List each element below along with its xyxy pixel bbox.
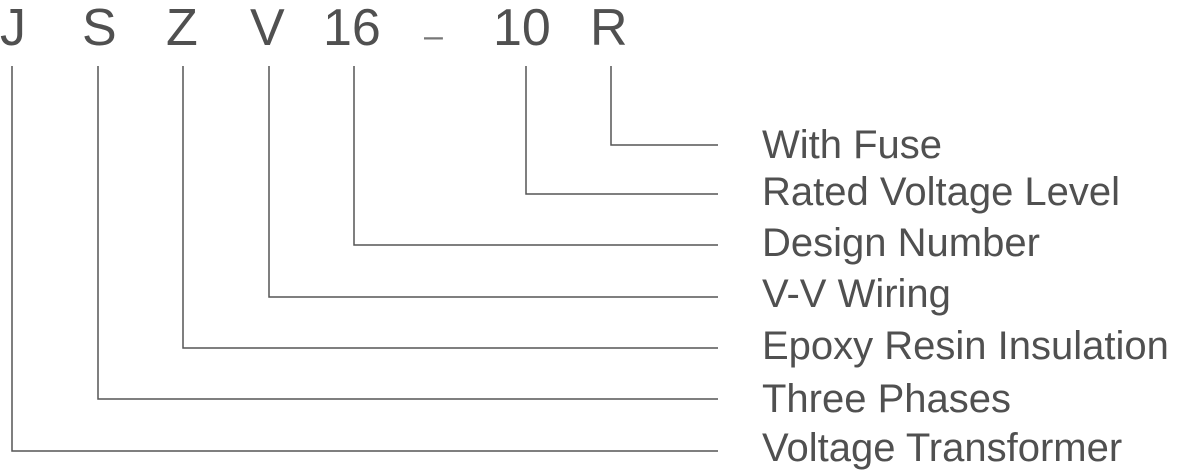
label-epoxy-resin-insulation: Epoxy Resin Insulation	[762, 324, 1169, 368]
label-rated-voltage-level: Rated Voltage Level	[762, 170, 1121, 214]
connector-16	[353, 66, 718, 246]
connector-z	[182, 66, 718, 349]
label-v-v-wiring: V-V Wiring	[762, 272, 951, 316]
code-voltage-level: 10	[493, 0, 551, 57]
connector-j	[11, 66, 718, 452]
code-letter-j: J	[0, 0, 26, 57]
label-with-fuse: With Fuse	[762, 123, 943, 167]
code-letter-s: S	[82, 0, 117, 57]
code-letter-z: Z	[166, 0, 198, 57]
label-three-phases: Three Phases	[762, 377, 1012, 421]
label-design-number: Design Number	[762, 221, 1040, 265]
connector-r	[610, 66, 718, 146]
code-letter-v: V	[250, 0, 285, 57]
code-dash: –	[424, 17, 443, 55]
code-design-number: 16	[323, 0, 381, 57]
connector-s	[97, 66, 718, 400]
label-voltage-transformer: Voltage Transformer	[762, 426, 1123, 470]
connector-v	[268, 66, 718, 298]
code-letter-r: R	[590, 0, 628, 57]
connector-10	[525, 66, 718, 195]
